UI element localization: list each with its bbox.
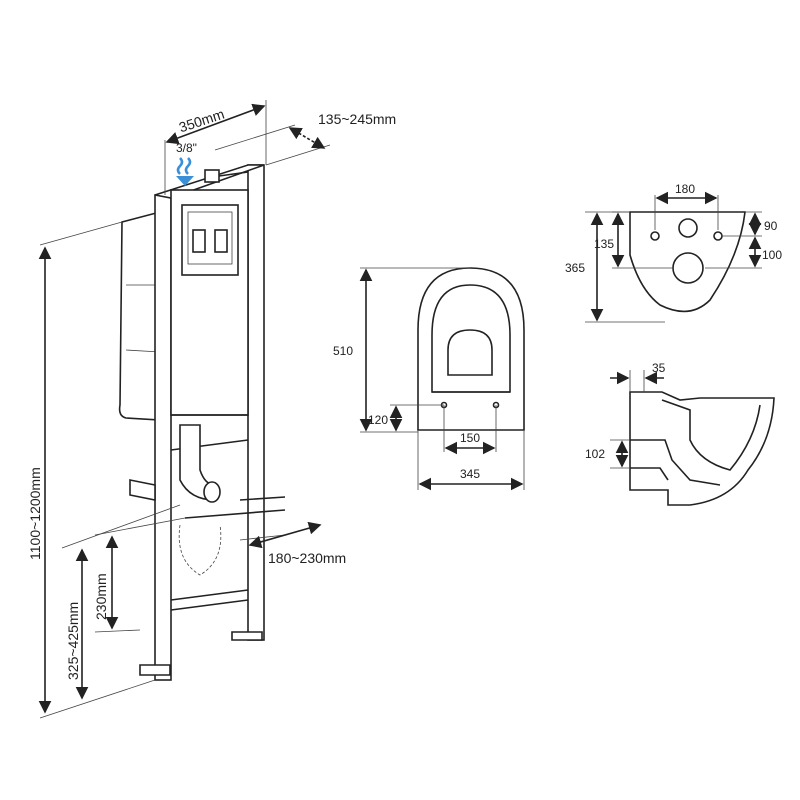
installation-frame	[118, 157, 286, 681]
bolt-height-label: 230mm	[93, 573, 109, 620]
seat-width-345: 345	[460, 467, 480, 481]
frame-dimensions: 350mm 3/8" 135~245mm 1100~1200mm 325~425…	[27, 100, 396, 719]
width-label: 350mm	[177, 106, 226, 136]
height-label: 1100~1200mm	[27, 467, 43, 560]
bowl-side-section: 35 102	[585, 361, 775, 506]
right-post	[247, 164, 265, 641]
bowl-back-view: 180 90 100 135 365	[565, 182, 782, 323]
seat-front-view: 510 120 150 345	[333, 267, 525, 491]
bowl-width-180: 180	[675, 182, 695, 196]
depth-label: 135~245mm	[318, 111, 396, 127]
cistern-tank	[118, 210, 161, 421]
seat-dim-120: 120	[368, 413, 388, 427]
side-dim-102: 102	[585, 447, 605, 461]
flush-plate-opening	[181, 204, 239, 276]
water-inlet-arrow-icon	[176, 157, 194, 186]
inlet-size-label: 3/8"	[176, 141, 197, 155]
bowl-dim-90: 90	[764, 219, 778, 233]
water-inlet	[204, 169, 220, 183]
bowl-dim-100: 100	[762, 248, 782, 262]
bowl-dim-365: 365	[565, 261, 585, 275]
seat-height-510: 510	[333, 344, 353, 358]
side-dim-35: 35	[652, 361, 666, 375]
seat-dim-150: 150	[460, 431, 480, 445]
left-post	[154, 194, 172, 681]
bolt-spacing-label: 180~230mm	[268, 550, 346, 566]
outlet-height-label: 325~425mm	[65, 602, 81, 680]
